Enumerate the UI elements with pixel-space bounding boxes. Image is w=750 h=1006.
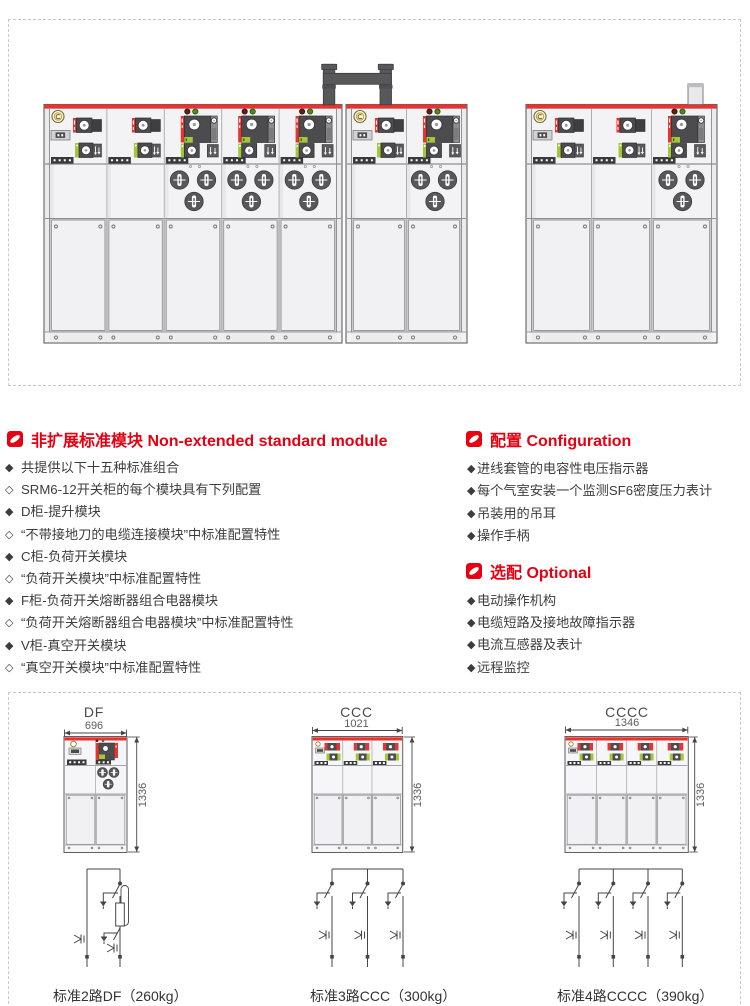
diamond-hollow-icon: ◇ bbox=[5, 528, 14, 541]
figure-ccc bbox=[311, 727, 415, 853]
feature-item-text: D柜-提升模块 bbox=[21, 504, 101, 520]
switchgear-cabinet-group bbox=[43, 103, 343, 344]
switchgear-front-view-drawing bbox=[43, 63, 718, 344]
figure-caption: 标准4路CCCC（390kg） bbox=[557, 988, 714, 1004]
config-header: 配置 Configuration bbox=[466, 427, 631, 451]
diamond-filled-icon: ◆ bbox=[5, 550, 14, 563]
figure-height-value: 1336 bbox=[412, 782, 424, 808]
feature-item-text: 吊装用的吊耳 bbox=[477, 505, 557, 521]
feature-item-text: 电流互感器及表计 bbox=[477, 637, 583, 653]
feature-item: ◇ “不带接地刀的电缆连接模块”中标准配置特性 bbox=[5, 524, 294, 546]
feature-item-text: 电动操作机构 bbox=[477, 593, 557, 608]
feature-item: ◆ C柜-负荷开关模块 bbox=[5, 546, 294, 568]
diamond-hollow-icon: ◇ bbox=[5, 661, 14, 674]
busbar-bridge bbox=[321, 63, 394, 106]
diamond-filled-icon: ◆ bbox=[467, 639, 476, 652]
diamond-filled-icon: ◆ bbox=[467, 595, 476, 607]
figure-df bbox=[63, 729, 140, 853]
diamond-filled-icon: ◆ bbox=[5, 506, 14, 519]
figure-width-value: 1346 bbox=[614, 717, 640, 729]
feature-item: ◆操作手柄 bbox=[467, 525, 712, 547]
feature-item: ◇ “负荷开关模块”中标准配置特性 bbox=[5, 568, 294, 590]
figure-height-value: 1336 bbox=[136, 782, 149, 808]
feature-item: ◆ F柜-负荷开关熔断器组合电器模块 bbox=[5, 590, 294, 612]
brand-icon bbox=[7, 431, 23, 447]
diamond-filled-icon: ◆ bbox=[5, 462, 14, 474]
figure-name: DF bbox=[83, 704, 105, 720]
feature-item: ◆电动操作机构 bbox=[467, 590, 635, 612]
feature-item: ◆吊装用的吊耳 bbox=[467, 503, 712, 525]
feature-item: ◆进线套管的电容性电压指示器 bbox=[467, 458, 712, 480]
feature-item: ◇ “负荷开关熔断器组合电器模块”中标准配置特性 bbox=[5, 612, 294, 634]
dimension-figures-drawing bbox=[63, 726, 698, 967]
figure-cccc bbox=[564, 726, 698, 853]
brand-icon bbox=[466, 431, 482, 447]
feature-item-text: 共提供以下十五种标准组合 bbox=[21, 460, 180, 475]
feature-item: ◆电缆短路及接地故障指示器 bbox=[467, 612, 635, 634]
circuit-schematic-df bbox=[73, 868, 129, 967]
circuit-schematic-cccc bbox=[561, 868, 685, 967]
optional-header: 选配 Optional bbox=[466, 559, 591, 583]
feature-item: ◆ 共提供以下十五种标准组合 bbox=[5, 457, 294, 479]
feature-item: ◆ D柜-提升模块 bbox=[5, 501, 294, 523]
circuit-schematic-ccc bbox=[314, 868, 405, 967]
diamond-filled-icon: ◆ bbox=[467, 617, 476, 630]
diamond-filled-icon: ◆ bbox=[467, 661, 476, 674]
diamond-filled-icon: ◆ bbox=[467, 530, 476, 543]
figure-name: CCC bbox=[340, 704, 373, 720]
feature-item-text: “真空开关模块”中标准配置特性 bbox=[21, 659, 202, 675]
optional-list: ◆电动操作机构◆电缆短路及接地故障指示器◆电流互感器及表计◆远程监控 bbox=[467, 590, 635, 679]
configuration-list: ◆进线套管的电容性电压指示器◆每个气室安装一个监测SF6密度压力表计◆吊装用的吊… bbox=[467, 458, 712, 548]
feature-item: ◆远程监控 bbox=[467, 657, 635, 679]
roof-bushing bbox=[687, 83, 704, 105]
feature-item-text: C柜-负荷开关模块 bbox=[21, 548, 128, 564]
feature-item-text: “负荷开关模块”中标准配置特性 bbox=[21, 571, 202, 587]
feature-item-text: “不带接地刀的电缆连接模块”中标准配置特性 bbox=[21, 526, 281, 542]
figure-width-value: 696 bbox=[84, 720, 104, 732]
figure-width-value: 1021 bbox=[344, 717, 369, 730]
feature-item: ◆每个气室安装一个监测SF6密度压力表计 bbox=[467, 480, 712, 502]
optional-section-title: 选配 Optional bbox=[490, 565, 592, 582]
feature-item-text: F柜-负荷开关熔断器组合电器模块 bbox=[21, 593, 219, 609]
left-feature-header: 非扩展标准模块 Non-extended standard module bbox=[7, 427, 387, 451]
feature-item-text: 进线套管的电容性电压指示器 bbox=[477, 461, 649, 476]
diamond-hollow-icon: ◇ bbox=[5, 617, 14, 630]
switchgear-cabinet-group bbox=[525, 103, 718, 344]
config-section-title: 配置 Configuration bbox=[490, 433, 632, 450]
switchgear-cabinet-group bbox=[345, 103, 468, 344]
feature-item-text: 每个气室安装一个监测SF6密度压力表计 bbox=[477, 483, 713, 499]
feature-item-text: 远程监控 bbox=[477, 659, 530, 675]
feature-item-text: SRM6-12开关柜的每个模块具有下列配置 bbox=[21, 482, 262, 498]
feature-item: ◇ “真空开关模块”中标准配置特性 bbox=[5, 657, 294, 679]
feature-item: ◆电流互感器及表计 bbox=[467, 634, 635, 656]
figure-name: CCCC bbox=[605, 704, 649, 720]
diamond-filled-icon: ◆ bbox=[5, 595, 14, 608]
diamond-filled-icon: ◆ bbox=[467, 463, 476, 475]
feature-item: ◆ V柜-真空开关模块 bbox=[5, 635, 294, 657]
feature-item-text: “负荷开关熔断器组合电器模块”中标准配置特性 bbox=[21, 615, 294, 631]
diamond-filled-icon: ◆ bbox=[467, 507, 476, 520]
brand-icon bbox=[466, 563, 482, 579]
feature-item-text: 操作手柄 bbox=[477, 528, 530, 544]
figure-caption: 标准3路CCC（300kg） bbox=[310, 988, 457, 1004]
figure-caption: 标准2路DF（260kg） bbox=[53, 988, 188, 1004]
feature-item-text: V柜-真空开关模块 bbox=[21, 637, 127, 653]
diamond-hollow-icon: ◇ bbox=[5, 484, 14, 497]
figure-height-value: 1336 bbox=[694, 782, 707, 808]
feature-item: ◇ SRM6-12开关柜的每个模块具有下列配置 bbox=[5, 479, 294, 501]
diamond-filled-icon: ◆ bbox=[467, 485, 476, 498]
feature-item-text: 电缆短路及接地故障指示器 bbox=[477, 615, 636, 631]
standard-module-list: ◆ 共提供以下十五种标准组合 ◇ SRM6-12开关柜的每个模块具有下列配置 ◆ D柜-提… bbox=[5, 457, 294, 679]
left-section-title: 非扩展标准模块 Non-extended standard module bbox=[31, 433, 388, 450]
diamond-hollow-icon: ◇ bbox=[5, 573, 14, 586]
diamond-filled-icon: ◆ bbox=[5, 639, 14, 652]
